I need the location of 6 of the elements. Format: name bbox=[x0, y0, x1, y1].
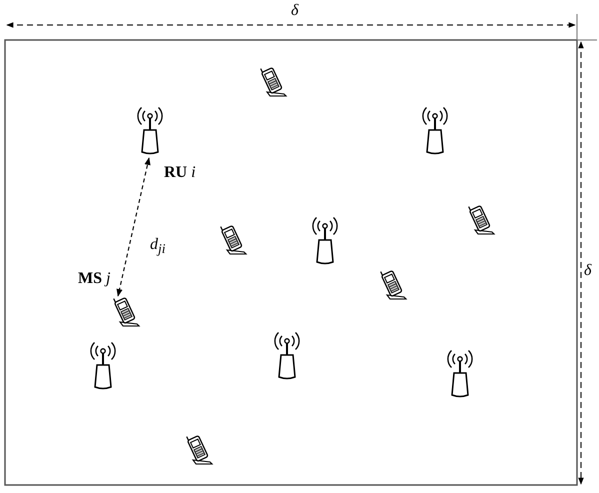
node-label: MS j bbox=[78, 270, 110, 288]
distance-arrow bbox=[116, 157, 150, 297]
node-label: RU i bbox=[164, 164, 196, 182]
edge-label: d$_{ji}$ bbox=[150, 236, 166, 258]
dimension-label: δ bbox=[291, 2, 298, 20]
dimension-label: δ bbox=[584, 262, 592, 280]
